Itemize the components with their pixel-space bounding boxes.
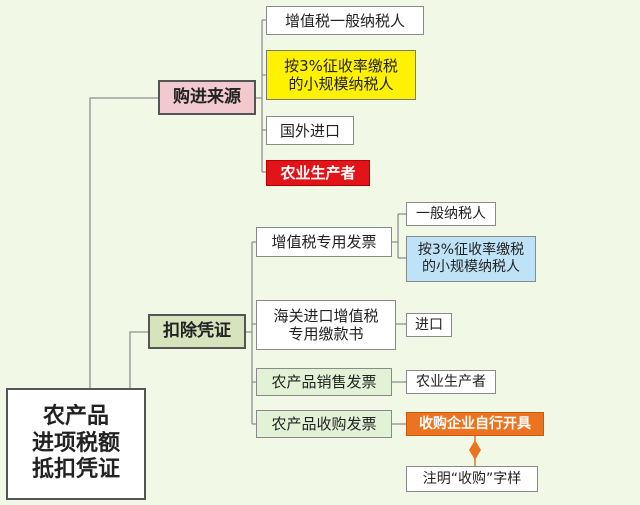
purchase-item-import: 国外进口 bbox=[266, 116, 354, 145]
root-node: 农产品 进项税额 抵扣凭证 bbox=[6, 388, 146, 500]
connector-deduct-bracket bbox=[246, 242, 253, 424]
vat-sub-general-taxpayer: 一般纳税人 bbox=[406, 202, 496, 226]
purchase-item-general-taxpayer: 增值税一般纳税人 bbox=[266, 6, 424, 35]
category-deduction-voucher: 扣除凭证 bbox=[148, 314, 246, 349]
purchase-item-agricultural-producer: 农业生产者 bbox=[266, 160, 370, 186]
customs-sub-import: 进口 bbox=[406, 313, 452, 337]
deduct-item-customs-vat-payment: 海关进口增值税 专用缴款书 bbox=[256, 300, 396, 350]
purchase-item-small-scale-taxpayer: 按3%征收率缴税 的小规模纳税人 bbox=[266, 50, 416, 100]
note-diamond-icon bbox=[469, 440, 481, 460]
category-purchase-source: 购进来源 bbox=[158, 80, 256, 115]
deduct-item-agri-purchase-invoice: 农产品收购发票 bbox=[256, 410, 392, 438]
connector-purchase-bracket bbox=[256, 20, 263, 172]
connector-root-deduct bbox=[129, 331, 148, 388]
purchase-note-marked: 注明“收购”字样 bbox=[406, 466, 538, 492]
connector-vat-subs bbox=[392, 213, 406, 259]
connector-root-purchase bbox=[89, 97, 158, 388]
purchase-sub-self-issued: 收购企业自行开具 bbox=[406, 412, 544, 436]
sales-sub-agricultural-producer: 农业生产者 bbox=[406, 370, 496, 394]
vat-sub-small-scale-taxpayer: 按3%征收率缴税 的小规模纳税人 bbox=[406, 236, 536, 282]
deduct-item-vat-special-invoice: 增值税专用发票 bbox=[256, 227, 392, 257]
deduct-item-agri-sales-invoice: 农产品销售发票 bbox=[256, 368, 392, 396]
